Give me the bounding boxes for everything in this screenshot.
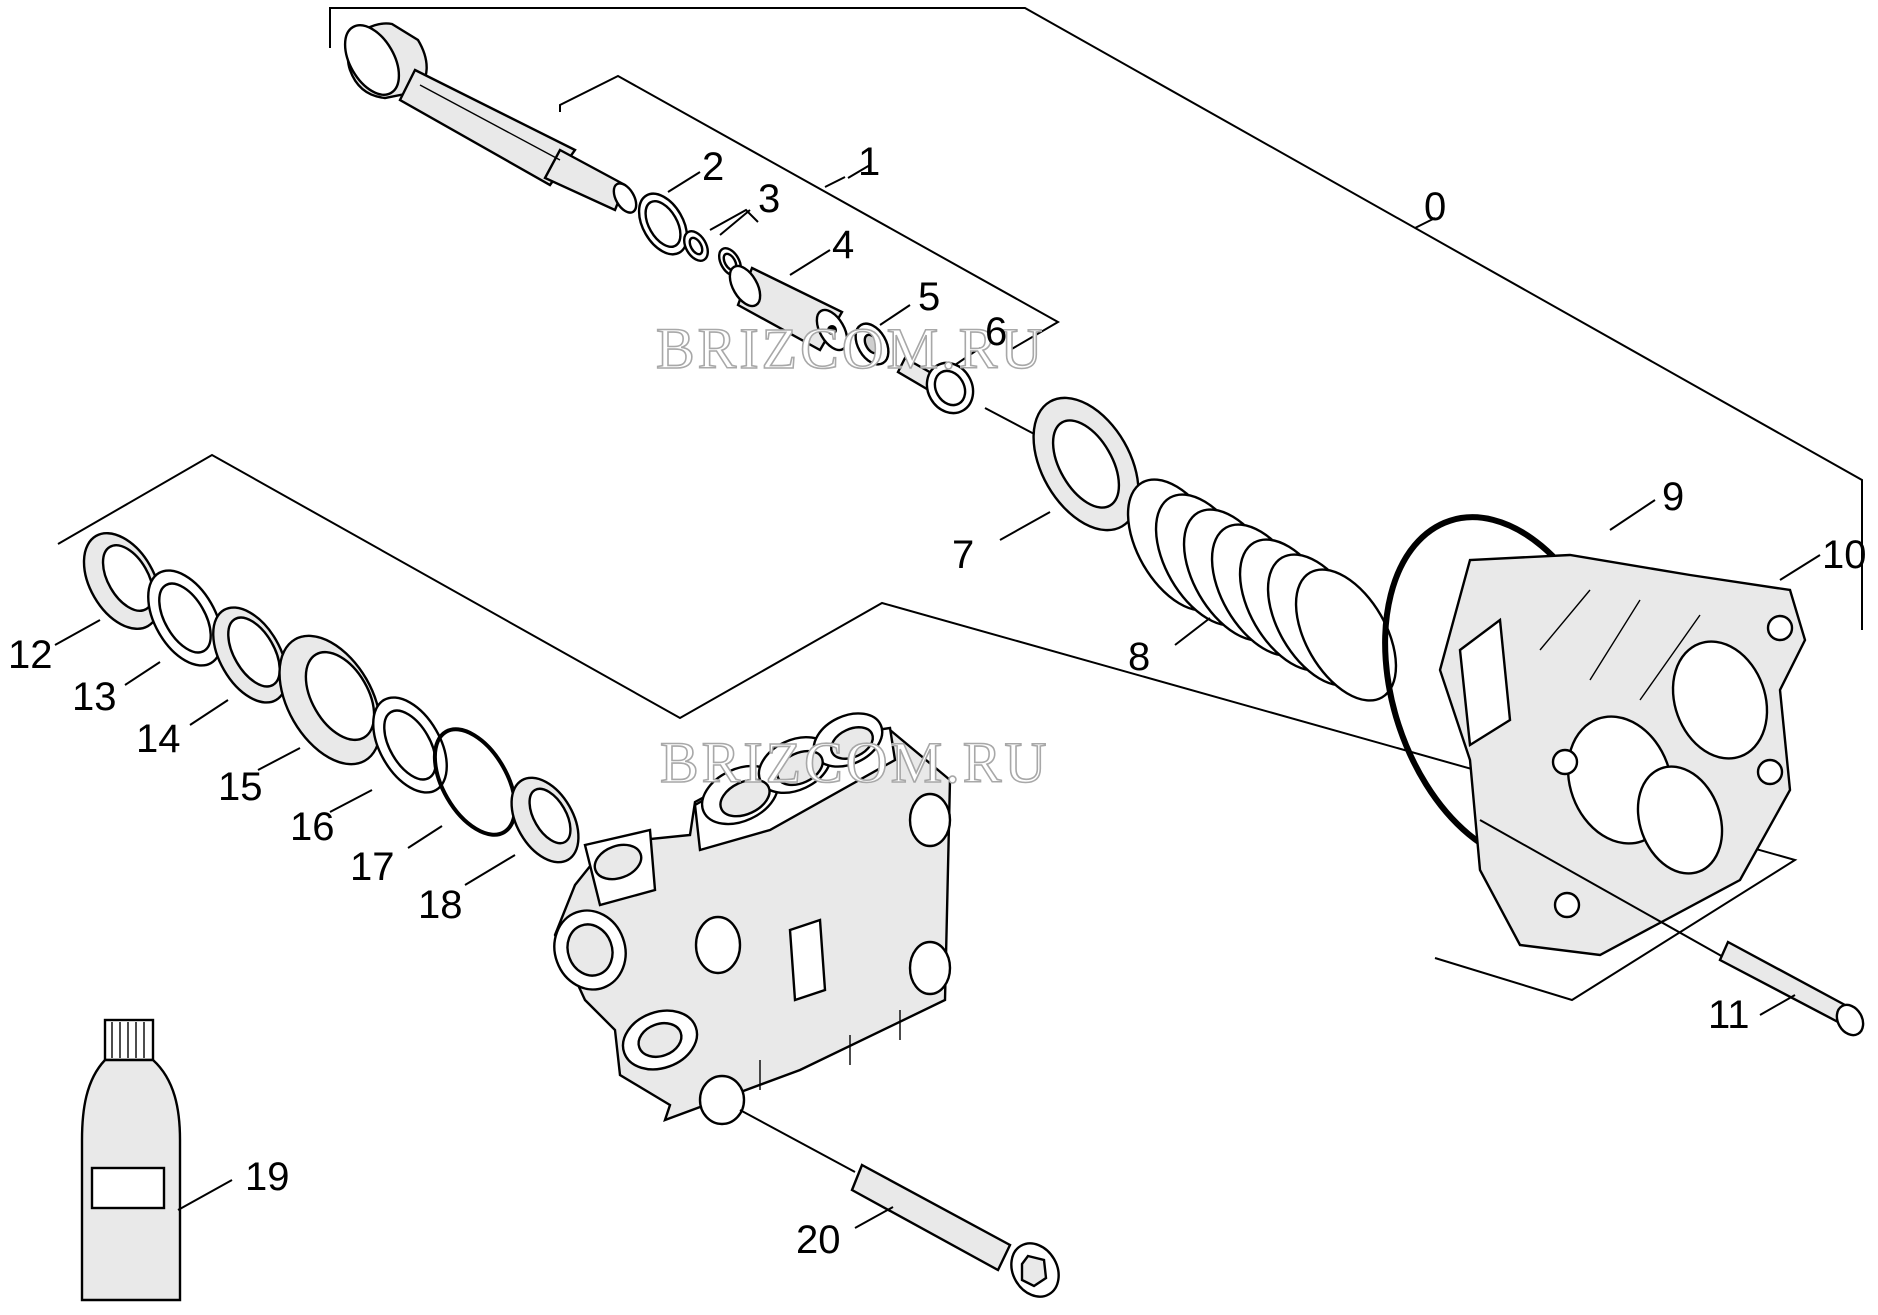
- part-2-o-ring: [637, 192, 689, 256]
- bracket-group-valve: [57, 453, 1798, 1002]
- leader-lines: [54, 164, 1821, 1229]
- callout-9: 9: [1662, 475, 1684, 519]
- watermark-top: BRIZCOM.RU: [656, 316, 1045, 381]
- bracket-group-3: [709, 208, 759, 231]
- callout-14: 14: [136, 717, 181, 761]
- part-19-oil-bottle: [80, 1018, 182, 1302]
- part-15-seal: [278, 634, 382, 766]
- callout-19: 19: [245, 1155, 290, 1199]
- part-16-washer: [372, 696, 448, 794]
- part-7-spring-seat: [1032, 396, 1140, 532]
- part-11-bolt: [1479, 819, 1865, 1037]
- callout-13: 13: [72, 675, 117, 719]
- callout-17: 17: [350, 845, 395, 889]
- part-20-bolt: [739, 1109, 1060, 1298]
- callout-20: 20: [796, 1218, 841, 1262]
- callout-1: 1: [858, 140, 880, 184]
- callout-8: 8: [1128, 635, 1150, 679]
- part-4-sleeve: [728, 264, 849, 352]
- callout-15: 15: [218, 765, 263, 809]
- bracket-group-1: [559, 74, 1061, 351]
- callout-2: 2: [702, 145, 724, 189]
- callout-11: 11: [1708, 993, 1750, 1037]
- part-10-pump-head: [1438, 553, 1807, 957]
- part-6-screw: [896, 356, 975, 415]
- part-13-washer: [147, 569, 223, 667]
- callout-18: 18: [418, 883, 463, 927]
- callout-0: 0: [1424, 185, 1446, 229]
- callout-12: 12: [8, 633, 53, 677]
- callout-3: 3: [758, 177, 780, 221]
- callout-5: 5: [918, 275, 940, 319]
- callout-16: 16: [290, 805, 335, 849]
- part-14-ring: [212, 606, 288, 704]
- piston-assembly: [343, 22, 638, 214]
- callout-10: 10: [1822, 533, 1867, 577]
- callout-6: 6: [985, 310, 1007, 354]
- callout-4: 4: [832, 223, 854, 267]
- callout-7: 7: [952, 533, 974, 577]
- part-5-washer: [854, 322, 890, 366]
- bracket-group-0: [329, 7, 1863, 630]
- part-8-spring: [1126, 478, 1398, 702]
- valve-housing: [553, 712, 952, 1126]
- part-12-seal: [82, 532, 162, 630]
- part-17-o-ring: [432, 727, 518, 837]
- part-18-seal: [510, 776, 580, 864]
- watermark-middle: BRIZCOM.RU: [660, 730, 1049, 795]
